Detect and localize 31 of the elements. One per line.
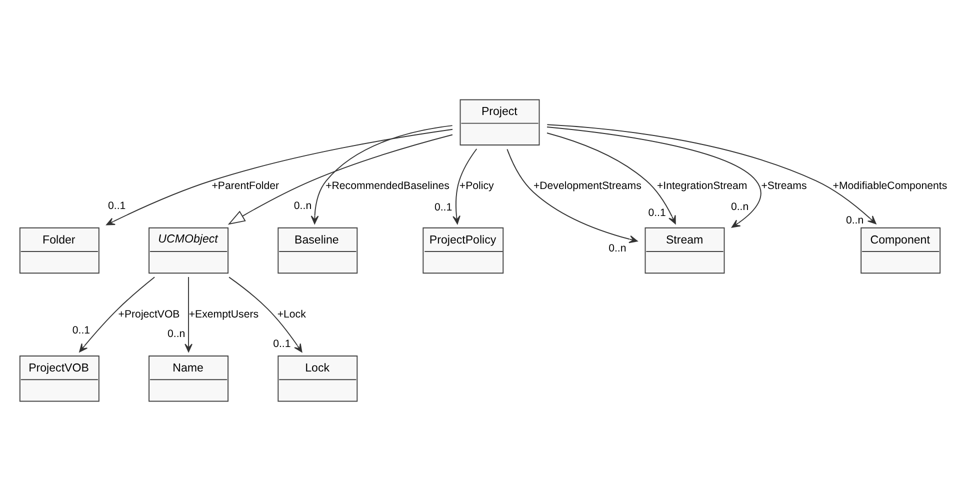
edge-label: +Policy: [459, 180, 494, 192]
arrow: [506, 148, 638, 244]
edge-label: +ProjectVOB: [118, 308, 180, 320]
arrow: [106, 128, 453, 226]
label: 0..n: [608, 242, 626, 254]
edge-label: +RecommendedBaselines: [326, 180, 450, 192]
label: 0..1: [72, 324, 90, 336]
edge-label: +ModifiableComponents: [832, 180, 948, 192]
edge-label: +Streams: [761, 180, 807, 192]
arrow: [452, 148, 478, 224]
label: 0..1: [273, 338, 291, 350]
edge-label: +IntegrationStream: [656, 180, 748, 192]
label: 0..1: [648, 206, 666, 219]
arrow: [310, 125, 453, 224]
arrow: [228, 134, 453, 225]
label: 0..n: [846, 214, 864, 227]
label: 0..n: [730, 201, 749, 214]
edge-label: +ExemptUsers: [188, 308, 259, 320]
arrow: [546, 132, 676, 224]
arrow: [546, 126, 762, 228]
edge-label: +Lock: [277, 308, 306, 320]
edge-label: +DevelopmentStreams: [533, 180, 642, 192]
label: 0..1: [108, 200, 126, 212]
label: 0..n: [294, 200, 312, 212]
label: 0..n: [168, 328, 186, 340]
arrow: [184, 276, 192, 352]
arrow: [546, 124, 876, 224]
arrow: [79, 276, 156, 352]
edge-label: +ParentFolder: [212, 180, 280, 192]
label: 0..1: [434, 202, 452, 214]
arrow: [228, 276, 302, 352]
